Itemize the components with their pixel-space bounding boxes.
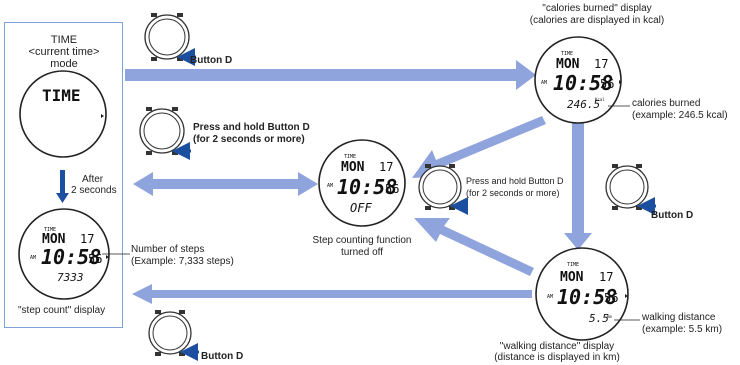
press-hold-right-line2: (for 2 seconds or more) [466, 188, 560, 198]
svg-text:246.5: 246.5 [567, 98, 600, 111]
svg-text:MON: MON [341, 160, 365, 175]
mode-title-line2: <current time> [28, 46, 100, 58]
button-d-label-bottom: Button D [201, 351, 244, 362]
button-d-icon-top [144, 13, 196, 66]
walking-label-line1: walking distance [642, 312, 716, 323]
svg-text:OFF: OFF [350, 201, 372, 215]
svg-text:56: 56 [88, 252, 102, 266]
svg-text:AM: AM [327, 183, 333, 189]
flow-arrow-off-left-right [133, 172, 318, 196]
calories-title-line2: (calories are displayed in kcal) [529, 15, 665, 26]
after-line1: After [82, 174, 104, 185]
button-d-icon-bottom [148, 310, 199, 361]
svg-text:56: 56 [600, 77, 614, 91]
watch-step-off: TIME MON 17 AM 10:58 56 OFF [318, 139, 406, 227]
button-d-icon-right-center [418, 164, 468, 215]
button-d-label-right: Button D [651, 210, 694, 221]
step-off-caption-line1: Step counting function [312, 235, 412, 246]
calories-label-line1: calories burned [632, 98, 701, 109]
button-d-label-top: Button D [190, 55, 233, 66]
press-hold-left-line1: Press and hold Button D [193, 122, 310, 133]
after-arrow-head [56, 193, 69, 203]
after-arrow-shaft [60, 170, 65, 194]
steps-label-line1: Number of steps [131, 244, 205, 255]
flow-arrow-walking-to-stepcount [132, 284, 532, 304]
svg-text:56: 56 [604, 291, 618, 305]
button-d-icon-left [139, 107, 191, 160]
time-mode-panel [4, 22, 123, 328]
svg-text:10:58: 10:58 [41, 245, 101, 269]
walking-title-line1: "walking distance" display [499, 341, 615, 352]
flow-arrow-walking-to-off [414, 218, 534, 276]
walking-label-line2: (example: 5.5 km) [642, 324, 723, 335]
svg-text:MON: MON [556, 57, 580, 72]
svg-text:10:58: 10:58 [557, 285, 617, 309]
flow-arrow-calories-to-walking [564, 122, 592, 250]
watch-time-mode: TIME [19, 70, 107, 158]
mode-title-line3: mode [50, 58, 78, 70]
svg-text:AM: AM [547, 294, 553, 300]
calories-title-line1: "calories burned" display [542, 3, 652, 14]
flow-arrow-calories-to-off [412, 116, 546, 178]
calories-label-line2: (example: 246.5 kcal) [632, 110, 728, 121]
svg-text:10:58: 10:58 [337, 175, 397, 199]
svg-text:17: 17 [379, 160, 393, 174]
svg-text:17: 17 [80, 232, 94, 246]
press-hold-right-line1: Press and hold Button D [466, 176, 564, 186]
mode-title-line1: TIME [50, 34, 78, 46]
svg-text:TIME: TIME [344, 154, 356, 160]
after-line2: 2 seconds [71, 185, 117, 196]
svg-text:Km: Km [607, 314, 612, 319]
steps-label-line2: (Example: 7,333 steps) [131, 256, 234, 267]
watch-walking: TIME MON 17 AM 10:58 56 5.5 Km [535, 247, 629, 341]
svg-text:56: 56 [385, 182, 399, 196]
svg-text:TIME: TIME [44, 227, 56, 233]
flow-arrow-time-to-calories [125, 60, 536, 90]
svg-text:AM: AM [541, 80, 547, 86]
watch-time-mode-label: TIME [42, 86, 81, 105]
press-hold-left-line2: (for 2 seconds or more) [193, 134, 305, 145]
watch-step-count: TIME MON 17 AM 10:58 56 7333 [18, 208, 110, 300]
svg-text:7333: 7333 [57, 271, 84, 284]
svg-text:10:58: 10:58 [553, 71, 613, 95]
svg-text:5.5: 5.5 [589, 312, 609, 325]
watch-calories: TIME MON 17 AM 10:58 56 246.5 Kcal [534, 36, 622, 124]
svg-text:MON: MON [42, 232, 66, 247]
svg-text:Kcal: Kcal [595, 97, 605, 102]
svg-text:MON: MON [560, 270, 584, 285]
svg-text:AM: AM [30, 255, 36, 261]
step-count-caption: "step count" display [18, 305, 106, 316]
svg-text:TIME: TIME [561, 51, 573, 57]
svg-text:TIME: TIME [567, 262, 579, 268]
svg-text:17: 17 [599, 270, 613, 284]
walking-title-line2: (distance is displayed in km) [494, 352, 620, 363]
svg-text:17: 17 [594, 57, 608, 71]
step-off-caption-line2: turned off [340, 247, 384, 258]
button-d-icon-far-right [605, 164, 656, 215]
